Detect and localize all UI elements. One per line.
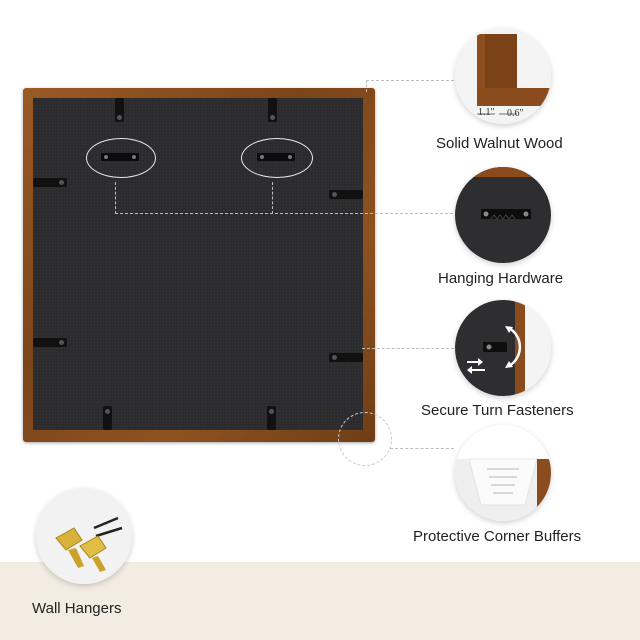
feature-label-buffers: Protective Corner Buffers (413, 528, 582, 545)
turn-fastener-icon (455, 300, 551, 396)
connector-hooks-vertical-right (272, 182, 273, 214)
frame-width-dimension: 1.1" (478, 107, 495, 118)
feature-label-walnut: Solid Walnut Wood (436, 135, 563, 152)
feature-label-hardware: Hanging Hardware (438, 270, 564, 287)
connector-fasteners (362, 348, 454, 349)
corner-buffer-icon (455, 425, 551, 521)
frame-back-view (23, 88, 375, 442)
connector-hooks-vertical-left (115, 182, 116, 214)
feature-label-fasteners: Secure Turn Fasteners (421, 402, 574, 419)
accessory-label-wall-hangers: Wall Hangers (32, 600, 122, 617)
connector-corner (390, 448, 454, 449)
corner-highlight-ring (338, 412, 392, 466)
sawtooth-hanger-right (257, 153, 295, 161)
sawtooth-hanger-icon (455, 167, 551, 263)
hanging-hook-highlight-left (86, 138, 156, 178)
sawtooth-hanger-left (101, 153, 139, 161)
connector-wood-vertical (366, 80, 367, 92)
connector-wood-horizontal (366, 80, 454, 81)
walnut-wood-corner-icon (455, 28, 551, 124)
hanging-hook-highlight-right (241, 138, 313, 178)
frame-backing-board (33, 98, 363, 430)
connector-hooks-horizontal (115, 213, 453, 214)
frame-depth-dimension: 0.6" (507, 108, 524, 119)
wall-hanger-nails-icon (36, 488, 132, 584)
